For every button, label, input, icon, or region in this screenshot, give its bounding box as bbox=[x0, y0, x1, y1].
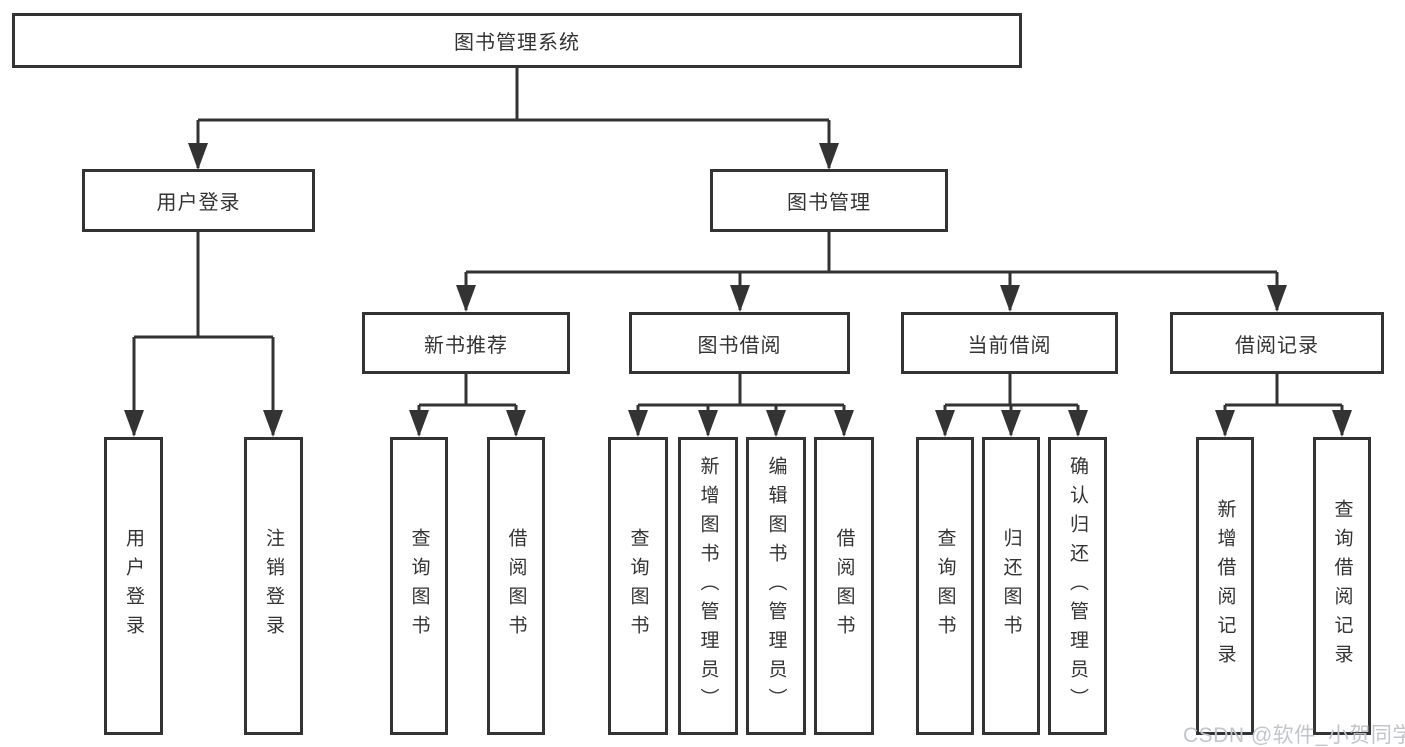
node-label: 新增借阅记录 bbox=[1214, 499, 1236, 673]
node-label: 注销登录 bbox=[263, 528, 284, 644]
node-library-management-system: 图书管理系统 bbox=[12, 13, 1022, 68]
node-current-borrowing: 当前借阅 bbox=[901, 312, 1118, 374]
node-book-borrowing: 图书借阅 bbox=[629, 312, 850, 374]
arrowhead-icons bbox=[124, 143, 1352, 437]
csdn-watermark: CSDN @软件_小贺同学 bbox=[1183, 724, 1405, 747]
node-label: 归还图书 bbox=[1000, 528, 1022, 644]
node-label: 查询图书 bbox=[627, 528, 649, 644]
leaf-confirm-return-admin: 确认归还（管理员） bbox=[1048, 437, 1107, 735]
leaf-return-books: 归还图书 bbox=[982, 437, 1040, 735]
leaf-query-books-current: 查询图书 bbox=[916, 437, 974, 735]
node-label: 图书管理 bbox=[787, 192, 871, 214]
node-label: 查询图书 bbox=[408, 528, 430, 644]
node-label: 图书管理系统 bbox=[454, 32, 580, 54]
node-label: 新增图书（管理员） bbox=[697, 455, 719, 717]
node-label: 用户登录 bbox=[156, 192, 241, 214]
node-book-management: 图书管理 bbox=[710, 169, 948, 232]
node-label: 图书借阅 bbox=[697, 334, 782, 357]
node-label: 确认归还（管理员） bbox=[1067, 455, 1088, 717]
node-label: 查询图书 bbox=[934, 528, 956, 644]
node-label: 借阅记录 bbox=[1235, 334, 1319, 357]
node-label: 新书推荐 bbox=[424, 334, 508, 357]
node-user-login: 用户登录 bbox=[82, 169, 315, 232]
node-label: 借阅图书 bbox=[833, 528, 855, 644]
node-label: 当前借阅 bbox=[967, 334, 1052, 357]
leaf-logout-login: 注销登录 bbox=[244, 437, 303, 735]
leaf-borrow-books-borrowing: 借阅图书 bbox=[814, 437, 874, 735]
node-new-book-recommendation: 新书推荐 bbox=[362, 312, 570, 374]
leaf-query-books-recommend: 查询图书 bbox=[390, 437, 448, 735]
node-label: 查询借阅记录 bbox=[1331, 499, 1353, 673]
leaf-add-books-admin: 新增图书（管理员） bbox=[678, 437, 738, 735]
node-borrowing-records: 借阅记录 bbox=[1170, 312, 1384, 374]
node-label: 编辑图书（管理员） bbox=[765, 455, 787, 717]
node-label: 用户登录 bbox=[123, 528, 144, 644]
node-label: 借阅图书 bbox=[505, 528, 527, 644]
leaf-add-borrow-record: 新增借阅记录 bbox=[1196, 437, 1254, 735]
leaf-query-borrow-record: 查询借阅记录 bbox=[1313, 437, 1371, 735]
leaf-borrow-books-recommend: 借阅图书 bbox=[487, 437, 545, 735]
leaf-user-login: 用户登录 bbox=[104, 437, 163, 735]
leaf-query-books-borrowing: 查询图书 bbox=[608, 437, 668, 735]
leaf-edit-books-admin: 编辑图书（管理员） bbox=[746, 437, 806, 735]
